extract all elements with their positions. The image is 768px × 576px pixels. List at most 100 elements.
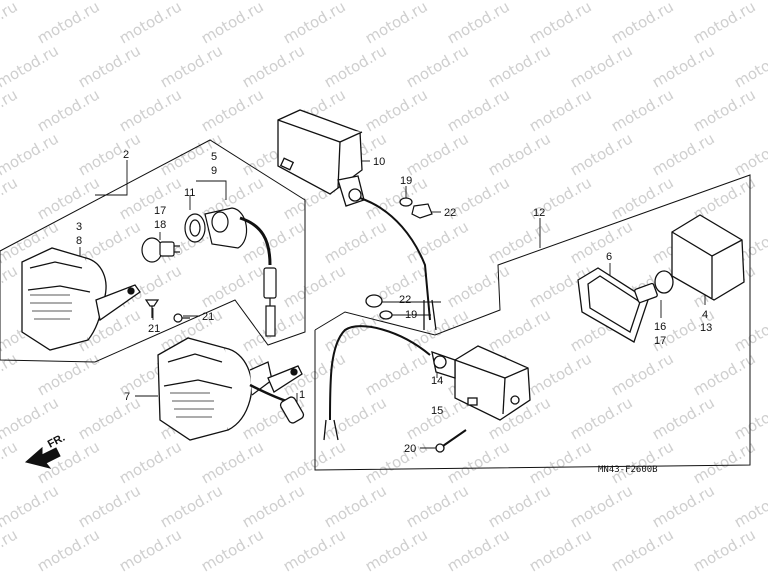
watermark-text: motod.ru <box>403 41 472 91</box>
callout-12: 12 <box>533 207 545 219</box>
watermark-text: motod.ru <box>444 0 513 47</box>
watermark-text: motod.ru <box>485 305 554 355</box>
callout-11: 11 <box>184 187 195 199</box>
callout-18: 18 <box>154 219 166 231</box>
rear-bulb <box>654 270 674 294</box>
front-left-assembly-box <box>0 139 306 363</box>
callout-21-right: 21 <box>202 311 214 323</box>
watermark-text: motod.ru <box>444 525 513 575</box>
watermark-text: motod.ru <box>198 0 267 47</box>
watermark-text: motod.ru <box>444 437 513 487</box>
watermark-text: motod.ru <box>403 129 472 179</box>
callout-labels: 1 2 3 8 5 9 11 17 18 21 21 7 10 19 22 12… <box>76 149 712 455</box>
watermark-text: motod.ru <box>34 525 103 575</box>
callout-10: 10 <box>373 156 385 168</box>
watermark-text: motod.ru <box>198 261 267 311</box>
watermark-text: motod.ru <box>444 85 513 135</box>
watermark-text: motod.ru <box>690 85 759 135</box>
watermark-text: motod.ru <box>526 349 595 399</box>
watermark-text: motod.ru <box>116 85 185 135</box>
watermark-text: motod.ru <box>116 437 185 487</box>
watermark-text: motod.ru <box>403 481 472 531</box>
watermark-text: motod.ru <box>362 0 431 47</box>
callout-7: 7 <box>124 391 130 403</box>
rear-assembly-box <box>314 174 751 471</box>
watermark-text: motod.ru <box>198 85 267 135</box>
watermark-text: motod.ru <box>0 0 21 47</box>
tail-light-assembly <box>577 214 745 343</box>
watermark-text: motod.ru <box>116 0 185 47</box>
watermark-text: motod.ru <box>0 525 21 575</box>
watermark-text: motod.ru <box>690 349 759 399</box>
watermark-text: motod.ru <box>526 525 595 575</box>
watermark-text: motod.ru <box>0 85 21 135</box>
watermark-text: motod.ru <box>116 173 185 223</box>
callout-9: 9 <box>211 165 217 177</box>
watermark-text: motod.ru <box>157 481 226 531</box>
watermark-text: motod.ru <box>0 173 21 223</box>
watermark-text: motod.ru <box>567 481 636 531</box>
callout-14: 14 <box>431 375 443 387</box>
watermark-text: motod.ru <box>75 129 144 179</box>
callout-1: 1 <box>299 389 305 401</box>
lens-texture-right <box>170 392 214 418</box>
watermark-text: motod.ru <box>239 217 308 267</box>
front-socket-assembly <box>184 207 277 337</box>
watermark-text: motod.ru <box>731 129 768 179</box>
watermark-text: motod.ru <box>34 173 103 223</box>
watermark-text: motod.ru <box>526 437 595 487</box>
front-right-turn-signal <box>157 337 305 441</box>
washer-19-top <box>399 197 413 207</box>
watermark-text: motod.ru <box>608 173 677 223</box>
watermark-text: motod.ru <box>608 0 677 47</box>
watermark-text: motod.ru <box>321 305 390 355</box>
watermark-text: motod.ru <box>280 0 349 47</box>
callout-22-bottom: 22 <box>399 294 411 306</box>
callout-13: 13 <box>700 322 712 334</box>
watermark-text: motod.ru <box>731 41 768 91</box>
screw-20 <box>439 429 467 449</box>
watermark-text: motod.ru <box>75 41 144 91</box>
watermark-text: motod.ru <box>690 0 759 47</box>
callout-4: 4 <box>702 309 708 321</box>
callout-22-top: 22 <box>444 207 456 219</box>
watermark-text: motod.ru <box>526 85 595 135</box>
watermark-text: motod.ru <box>362 349 431 399</box>
watermark-text: motod.ru <box>0 437 21 487</box>
rear-left-turn-signal <box>277 109 437 331</box>
watermark-text: motod.ru <box>526 0 595 47</box>
nut-22-top <box>411 203 433 219</box>
watermark-text: motod.ru <box>116 525 185 575</box>
watermark-text: motod.ru <box>75 481 144 531</box>
callout-17: 17 <box>154 205 166 217</box>
watermark-text: motod.ru <box>485 217 554 267</box>
watermark-text: motod.ru <box>0 129 62 179</box>
watermark-text: motod.ru <box>649 41 718 91</box>
callout-8: 8 <box>76 235 82 247</box>
callout-16: 16 <box>654 321 666 333</box>
watermark-text: motod.ru <box>198 525 267 575</box>
watermark-text: motod.ru <box>362 85 431 135</box>
callout-19-bottom: 19 <box>405 309 417 321</box>
watermark-text: motod.ru <box>280 437 349 487</box>
watermark-text: motod.ru <box>649 481 718 531</box>
watermark-text: motod.ru <box>34 349 103 399</box>
watermark-text: motod.ru <box>34 85 103 135</box>
callout-21-left: 21 <box>148 323 160 335</box>
callout-19-top: 19 <box>400 175 412 187</box>
rear-right-turn-signal <box>323 294 531 453</box>
watermark-text: motod.ru <box>321 217 390 267</box>
watermark-text: motod.ru <box>444 261 513 311</box>
lens-texture-left <box>30 294 72 320</box>
callout-20: 20 <box>404 443 416 455</box>
watermark-text: motod.ru <box>731 481 768 531</box>
watermark-text: motod.ru <box>485 481 554 531</box>
rear-lens <box>671 214 745 301</box>
watermark-text: motod.ru <box>75 393 144 443</box>
watermark-text: motod.ru <box>0 261 21 311</box>
front-connector <box>263 267 277 299</box>
watermark-text: motod.ru <box>0 349 21 399</box>
watermark-text: motod.ru <box>649 129 718 179</box>
callout-17-rear: 17 <box>654 335 666 347</box>
